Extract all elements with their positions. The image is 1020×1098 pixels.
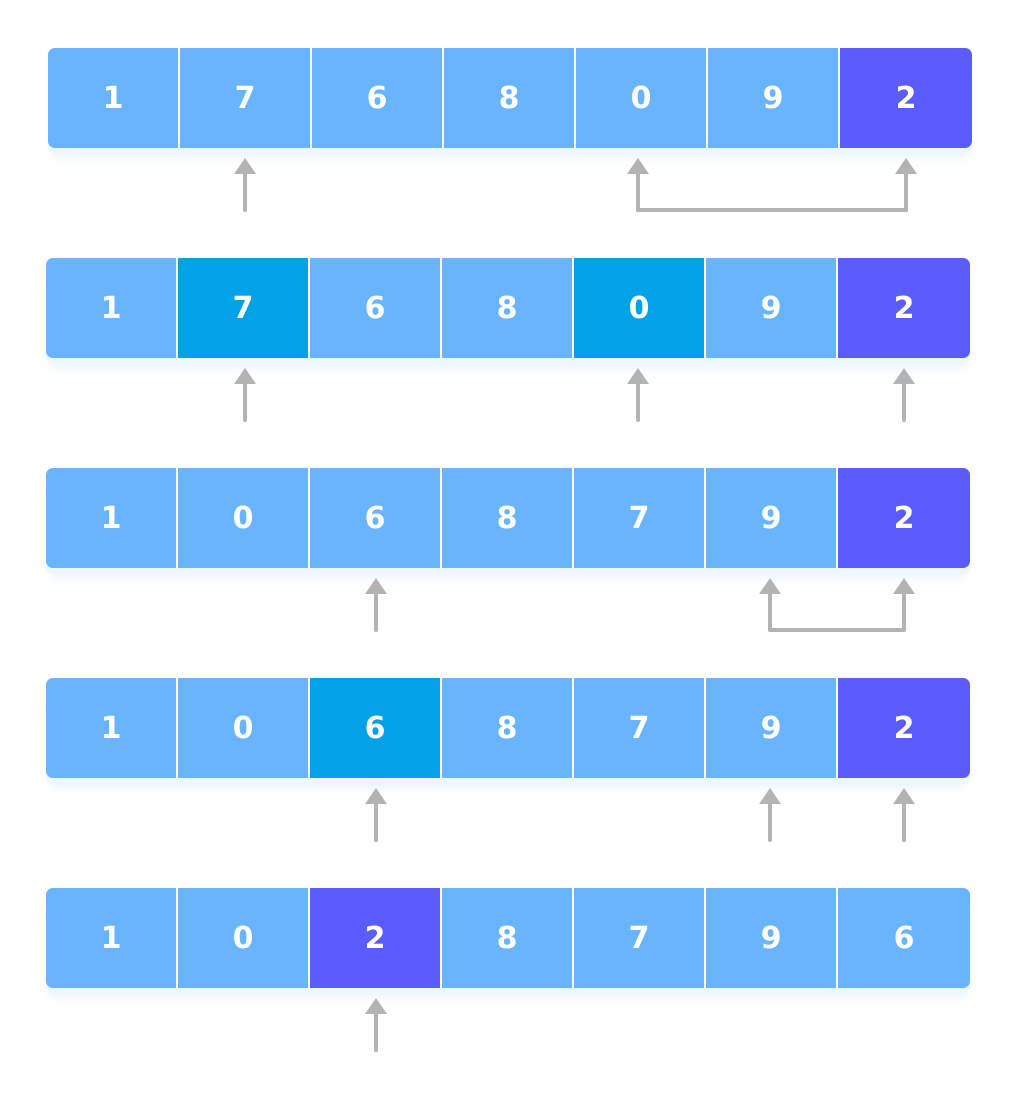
- array-cell: 1: [48, 48, 178, 148]
- array-cell: 8: [442, 258, 572, 358]
- array-row-1: 1 7 6 8 0 9 2: [48, 48, 972, 148]
- array-cell: 0: [178, 678, 308, 778]
- array-cell: 0: [178, 468, 308, 568]
- array-cell: 6: [312, 48, 442, 148]
- array-cell: 6: [310, 258, 440, 358]
- array-cell: 9: [706, 468, 836, 568]
- array-cell: 6: [838, 888, 970, 988]
- swap-connector-arrow-icon: [636, 172, 908, 212]
- pivot-cell: 2: [310, 888, 440, 988]
- pivot-cell: 2: [838, 678, 970, 778]
- array-cell: 1: [46, 888, 176, 988]
- array-cell: 8: [444, 48, 574, 148]
- array-cell: 1: [46, 678, 176, 778]
- swap-cell: 7: [178, 258, 308, 358]
- array-cell: 8: [442, 468, 572, 568]
- array-row-3: 1 0 6 8 7 9 2: [46, 468, 970, 568]
- array-cell: 1: [46, 468, 176, 568]
- array-row-2: 1 7 6 8 0 9 2: [46, 258, 970, 358]
- array-cell: 8: [442, 888, 572, 988]
- pivot-cell: 2: [838, 258, 970, 358]
- array-row-4: 1 0 6 8 7 9 2: [46, 678, 970, 778]
- swap-connector-arrow-icon: [768, 592, 906, 632]
- array-cell: 9: [708, 48, 838, 148]
- array-cell: 7: [574, 468, 704, 568]
- array-cell: 6: [310, 468, 440, 568]
- array-cell: 9: [706, 258, 836, 358]
- array-row-5: 1 0 2 8 7 9 6: [46, 888, 970, 988]
- array-cell: 0: [576, 48, 706, 148]
- array-cell: 9: [706, 888, 836, 988]
- array-cell: 0: [178, 888, 308, 988]
- pivot-cell: 2: [840, 48, 972, 148]
- array-cell: 7: [574, 888, 704, 988]
- array-cell: 8: [442, 678, 572, 778]
- array-cell: 1: [46, 258, 176, 358]
- array-cell: 9: [706, 678, 836, 778]
- array-cell: 7: [180, 48, 310, 148]
- pivot-cell: 2: [838, 468, 970, 568]
- array-cell: 7: [574, 678, 704, 778]
- swap-cell: 0: [574, 258, 704, 358]
- swap-cell: 6: [310, 678, 440, 778]
